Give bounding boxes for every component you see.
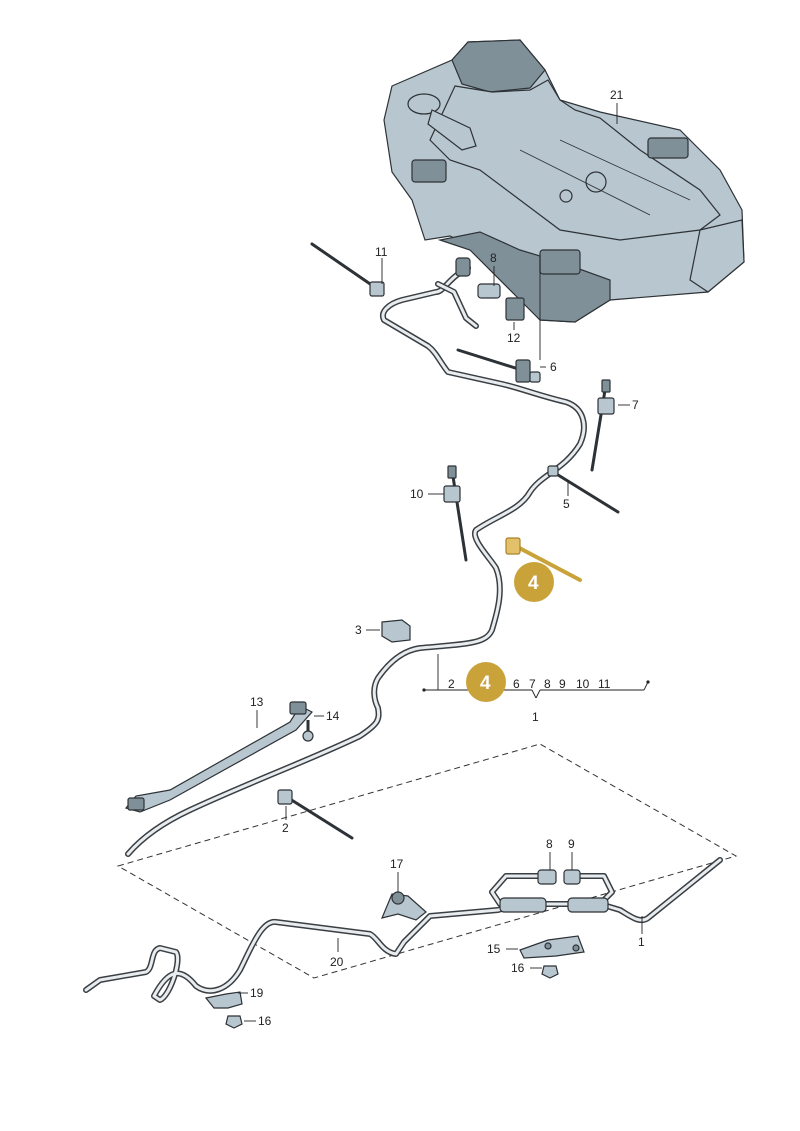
assembly-item-9: 9 — [559, 677, 566, 691]
bolt-14[interactable] — [302, 720, 314, 742]
callout-10: 10 — [410, 487, 424, 501]
badge-4-lower: 4 — [480, 673, 491, 694]
callout-12: 12 — [507, 331, 521, 345]
quick-connector-8-lower[interactable] — [537, 869, 557, 885]
callout-11-upper: 11 — [375, 245, 388, 259]
bracket-17[interactable] — [380, 891, 427, 921]
cable-tie-10[interactable] — [443, 465, 468, 562]
callout-1-lower: 1 — [638, 935, 645, 949]
assembly-item-2: 2 — [448, 677, 455, 691]
cable-tie-11[interactable] — [310, 242, 385, 297]
callout-16-right: 16 — [511, 961, 525, 975]
assembly-list: 2 4 6 7 8 9 10 11 1 — [422, 654, 650, 724]
callout-9-lower: 9 — [568, 837, 575, 851]
connector-3[interactable] — [381, 619, 411, 643]
assembly-item-8: 8 — [544, 677, 551, 691]
callout-7: 7 — [632, 398, 639, 412]
callout-5: 5 — [563, 497, 570, 511]
callout-17: 17 — [390, 857, 404, 871]
clip-2[interactable] — [277, 789, 354, 840]
callout-13: 13 — [250, 695, 264, 709]
callout-16-left: 16 — [258, 1014, 272, 1028]
cable-tie-5[interactable] — [547, 465, 620, 514]
bracket-19[interactable] — [204, 991, 243, 1009]
callout-2: 2 — [282, 821, 289, 835]
assembly-item-6: 6 — [513, 677, 520, 691]
callout-21: 21 — [610, 88, 624, 102]
callout-20: 20 — [330, 955, 344, 969]
cable-tie-6[interactable] — [456, 348, 541, 383]
callout-8-lower: 8 — [546, 837, 553, 851]
callout-8-upper: 8 — [490, 251, 497, 265]
upper-fuel-line[interactable] — [125, 265, 587, 857]
badge-4-upper: 4 — [528, 573, 539, 594]
cable-tie-7[interactable] — [590, 379, 615, 472]
callout-15: 15 — [487, 942, 501, 956]
holder-15[interactable] — [519, 935, 585, 959]
connector-8-upper[interactable] — [455, 257, 501, 299]
assembly-item-10: 10 — [576, 677, 590, 691]
line-damper[interactable] — [499, 897, 609, 913]
dashed-frame — [116, 743, 738, 979]
nut-16-left[interactable] — [225, 1015, 243, 1029]
fuel-tank[interactable] — [383, 39, 745, 323]
callout-3: 3 — [355, 623, 362, 637]
callout-14: 14 — [326, 709, 340, 723]
nut-16-right[interactable] — [541, 965, 559, 979]
callout-6: 6 — [550, 360, 557, 374]
assembly-item-11: 11 — [598, 677, 611, 691]
callout-19: 19 — [250, 986, 264, 1000]
assembly-total-1: 1 — [532, 710, 539, 724]
clip-12[interactable] — [505, 297, 525, 321]
highlighted-part-4[interactable]: 4 — [505, 537, 582, 602]
quick-connector-9-lower[interactable] — [563, 869, 581, 885]
heat-shield-13[interactable] — [124, 701, 313, 813]
lower-fuel-line[interactable] — [83, 857, 723, 1003]
assembly-item-7: 7 — [529, 677, 536, 691]
